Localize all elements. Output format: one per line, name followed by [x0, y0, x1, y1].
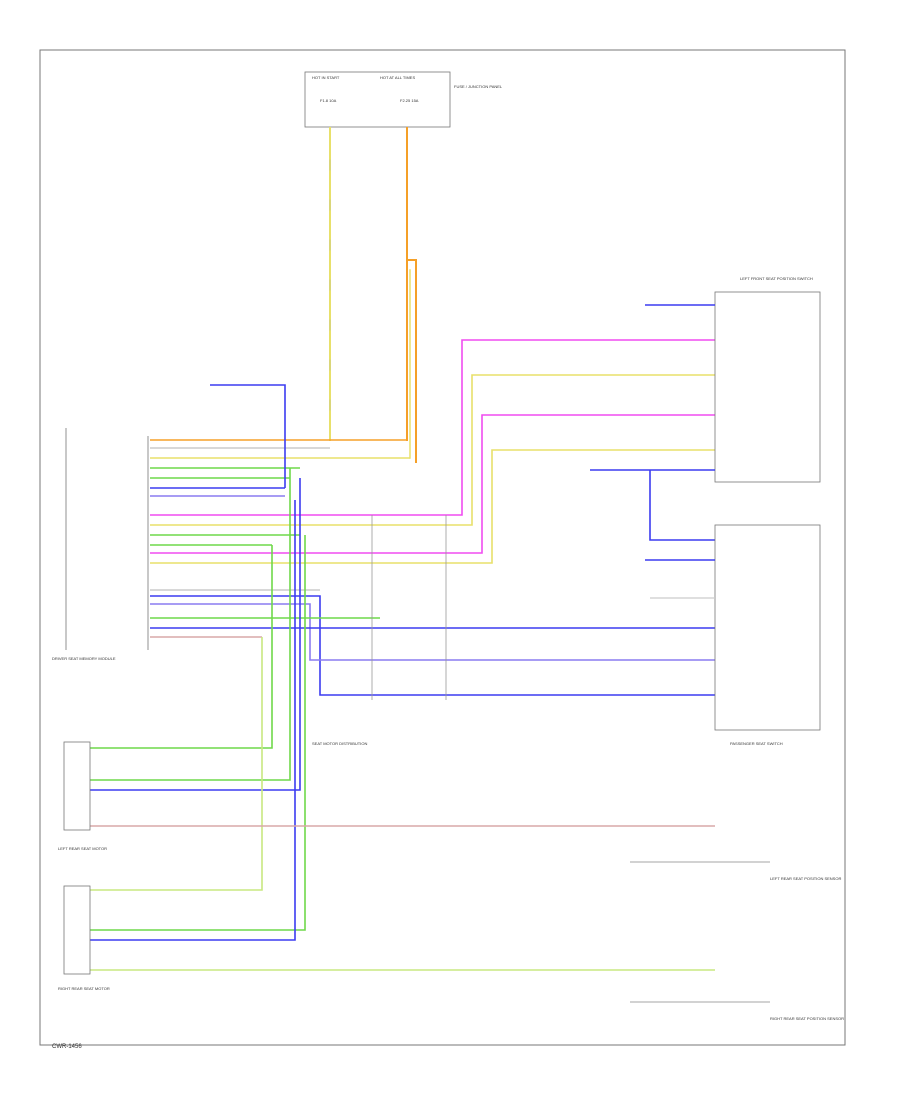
- passenger-switch-label: PASSENGER SEAT SWITCH: [730, 741, 783, 746]
- fuse-right-label: F2.25 15A: [400, 98, 419, 103]
- rr-seat-motor: RIGHT REAR SEAT MOTOR: [58, 885, 110, 991]
- lf-seat-switch: LEFT FRONT SEAT POSITION SWITCH: [590, 276, 821, 541]
- driver-seat-module: DRIVER SEAT MEMORY MODULE: [52, 428, 149, 661]
- dsm-label: DRIVER SEAT MEMORY MODULE: [52, 656, 116, 661]
- fuse-junction-box: HOT IN START HOT AT ALL TIMES F1.8 10A F…: [304, 71, 503, 128]
- lr-motor-label: LEFT REAR SEAT MOTOR: [58, 846, 107, 851]
- power-dist-label: SEAT MOTOR DISTRIBUTION: [312, 741, 367, 746]
- passenger-seat-switch: PASSENGER SEAT SWITCH: [645, 524, 821, 746]
- fuse-left-label: F1.8 10A: [320, 98, 337, 103]
- rr-position-sensor: RIGHT REAR SEAT POSITION SENSOR: [630, 1001, 844, 1021]
- hot-in-start-label: HOT IN START: [312, 75, 340, 80]
- splice-lines: [371, 515, 447, 700]
- feed-wires: [329, 127, 417, 463]
- dsm-wires: [150, 339, 715, 696]
- lower-vertical-wires: [90, 384, 715, 971]
- lr-position-sensor: LEFT REAR SEAT POSITION SENSOR: [630, 861, 841, 881]
- rr-motor-label: RIGHT REAR SEAT MOTOR: [58, 986, 110, 991]
- hot-at-all-times-label: HOT AT ALL TIMES: [380, 75, 415, 80]
- footer-code: CWR-1456: [52, 1044, 82, 1050]
- diagram-frame: [39, 49, 846, 1046]
- rr-pos-label: RIGHT REAR SEAT POSITION SENSOR: [770, 1016, 844, 1021]
- lf-switch-label: LEFT FRONT SEAT POSITION SWITCH: [740, 276, 813, 281]
- lr-pos-label: LEFT REAR SEAT POSITION SENSOR: [770, 876, 841, 881]
- panel-label: FUSE / JUNCTION PANEL: [454, 84, 503, 89]
- lr-seat-motor: LEFT REAR SEAT MOTOR: [58, 741, 107, 851]
